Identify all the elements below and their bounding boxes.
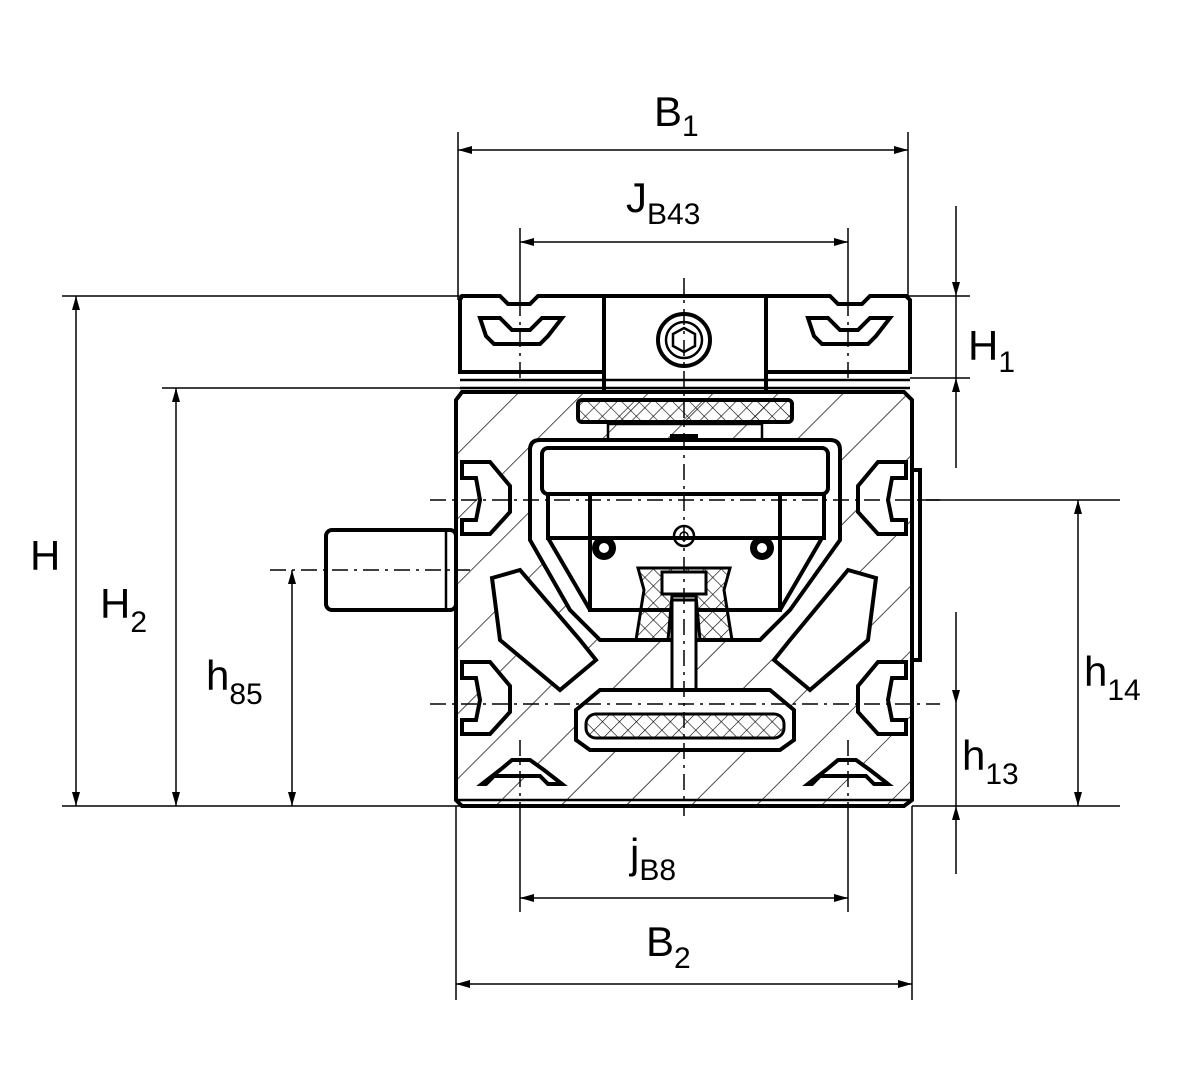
label-h85: h85 xyxy=(206,652,263,711)
right-edge-strip xyxy=(910,468,922,662)
dimension-lines xyxy=(72,146,1082,988)
label-b1: B1 xyxy=(654,88,699,143)
clamping-unit xyxy=(540,398,830,752)
extension-lines xyxy=(62,132,1120,1000)
center-lines xyxy=(270,278,940,816)
label-h2: H2 xyxy=(100,580,147,639)
label-b2: B2 xyxy=(646,918,691,975)
label-jb8: jB8 xyxy=(628,830,676,887)
label-jb43: JB43 xyxy=(626,174,700,231)
label-h: H xyxy=(30,532,60,579)
label-h13: h13 xyxy=(962,732,1019,791)
label-h14: h14 xyxy=(1084,648,1141,707)
label-h1: H1 xyxy=(968,322,1015,379)
top-rail xyxy=(458,294,912,394)
